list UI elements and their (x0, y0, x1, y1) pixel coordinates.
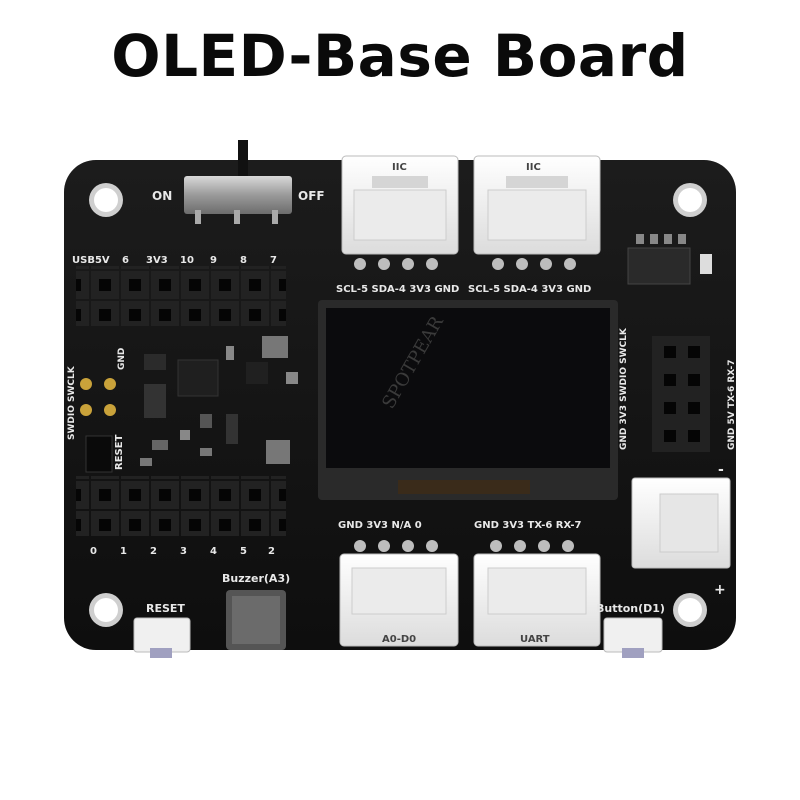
mounting-holes (89, 183, 707, 627)
header-top-10: 10 (180, 255, 194, 266)
pin-header-right (652, 336, 710, 452)
iic-pins (354, 258, 576, 270)
label-minus: - (718, 462, 724, 478)
header-top-usb5v: USB5V (72, 255, 110, 266)
label-reset-button: RESET (146, 602, 185, 615)
header-top-9: 9 (210, 255, 217, 266)
label-a0-d0: A0-D0 (382, 634, 416, 645)
connector-a0-d0 (339, 553, 459, 647)
right-chip (627, 234, 712, 285)
header-bottom-1: 1 (120, 546, 127, 557)
label-right-col2: GND 5V TX-6 RX-7 (727, 360, 737, 451)
iic-connector-right (473, 155, 601, 255)
oled-display (318, 300, 618, 500)
label-buzzer: Buzzer(A3) (222, 572, 290, 585)
label-right-col1: GND 3V3 SWDIO SWCLK (619, 327, 629, 450)
bottom-pins (354, 540, 574, 552)
label-bottom-left-pins: GND 3V3 N/A 0 (338, 520, 422, 531)
iic-connector-left (341, 155, 459, 255)
header-bottom-3: 3 (180, 546, 187, 557)
header-top-6: 6 (122, 255, 129, 266)
label-off: OFF (298, 189, 325, 203)
reset-button (133, 617, 191, 658)
label-iic-right-pins: SCL-5 SDA-4 3V3 GND (468, 284, 591, 295)
label-uart: UART (520, 634, 550, 645)
user-button (603, 617, 663, 658)
page-title: OLED-Base Board (111, 22, 689, 90)
header-bottom-6: 2 (268, 546, 275, 557)
pogo-pins (80, 378, 116, 416)
header-top-3v3: 3V3 (146, 255, 168, 266)
battery-connector (631, 477, 731, 569)
label-iic-left-pins: SCL-5 SDA-4 3V3 GND (336, 284, 459, 295)
pin-header-top (76, 266, 286, 326)
label-gnd-side: GND (117, 348, 127, 370)
label-button-d1: Button(D1) (596, 602, 665, 615)
buzzer (226, 590, 286, 650)
label-reset-side: RESET (114, 434, 125, 470)
label-iic-left: IIC (392, 162, 407, 173)
connector-uart (473, 553, 601, 647)
header-bottom-0: 0 (90, 546, 97, 557)
label-bottom-right-pins: GND 3V3 TX-6 RX-7 (474, 520, 582, 531)
label-on: ON (152, 189, 172, 203)
header-top-8: 8 (240, 255, 247, 266)
header-bottom-4: 4 (210, 546, 217, 557)
label-swdio-side: SWDIO SWCLK (67, 365, 77, 440)
label-plus: + (714, 582, 726, 598)
header-top-7: 7 (270, 255, 277, 266)
smd-components (140, 336, 298, 466)
power-switch (184, 140, 292, 224)
reset-side-button (85, 435, 113, 473)
label-iic-right: IIC (526, 162, 541, 173)
header-bottom-5: 5 (240, 546, 247, 557)
pin-header-bottom (76, 476, 286, 536)
right-header-holes (664, 346, 700, 442)
header-bottom-2: 2 (150, 546, 157, 557)
